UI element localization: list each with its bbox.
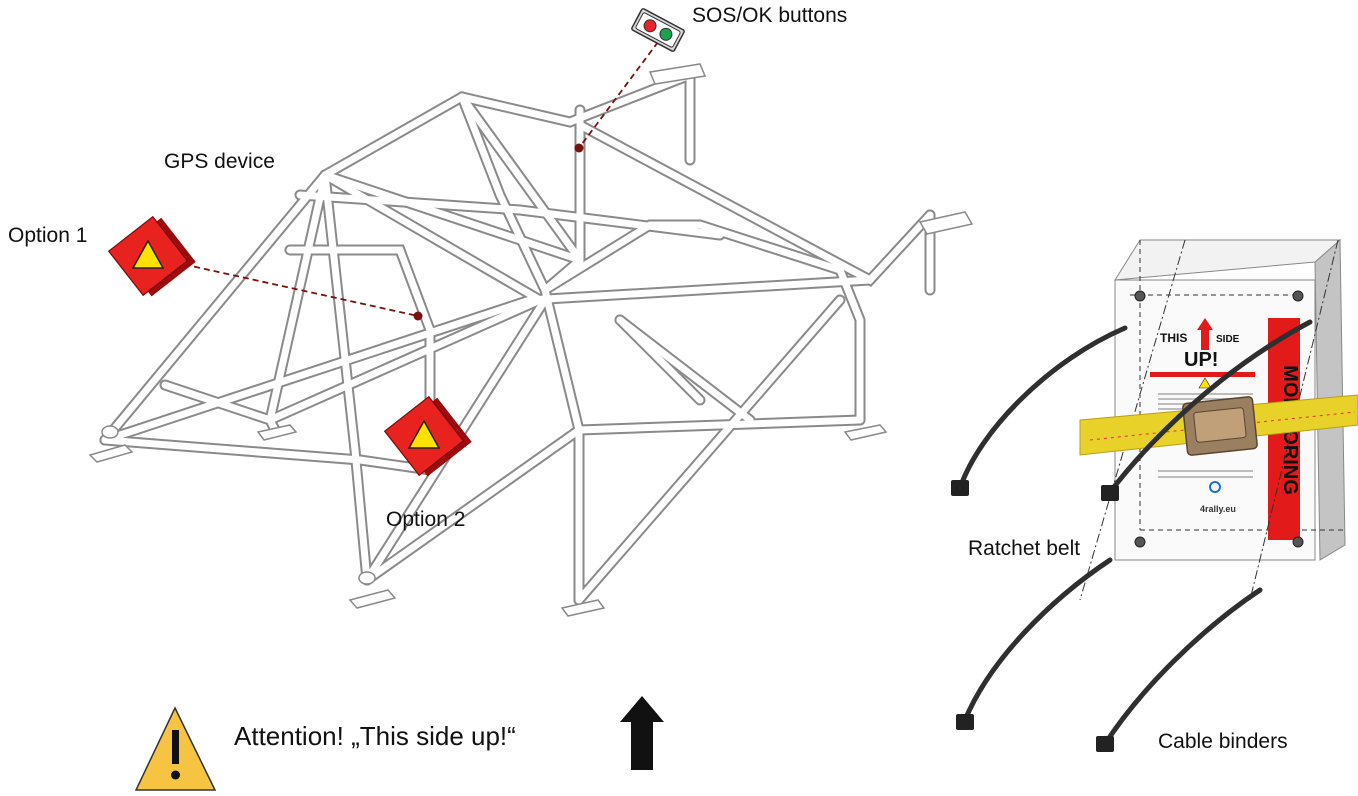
gps-mount-point [413,311,423,321]
box-print-up: UP! [1184,349,1218,371]
box-print-sponsor: 4rally.eu [1200,504,1236,514]
cable-binders-label: Cable binders [1158,730,1288,753]
cable-binder-heads [951,480,1119,752]
warning-device-icon [107,215,196,297]
box-print-up-arrow [1197,318,1213,350]
warning-triangle-icon [134,706,217,791]
sos-ok-buttons-icon [631,8,685,52]
box-print-sponsor-logo [1209,481,1221,493]
attention-note: Attention! „This side up!“ [234,721,516,751]
ratchet-belt-label: Ratchet belt [966,537,1083,561]
leader-lines [154,41,659,317]
gps-device-label: GPS device [164,150,275,173]
sos-ok-buttons-label: SOS/OK buttons [692,4,848,27]
box-print-warning-icon [1198,377,1212,389]
ratchet-belt [1079,394,1358,456]
roll-cage [88,63,974,617]
cable-binders [957,319,1313,747]
option-2-label: Option 2 [386,508,466,531]
box-print-side: SIDE [1216,334,1240,345]
option-1-label: Option 1 [8,224,88,247]
box-print-red-band [1150,372,1255,377]
up-arrow-icon [620,696,664,770]
warning-device-icon-option-2 [383,395,472,477]
buttons-mount-point [574,143,584,153]
box-print-this: THIS [1160,331,1187,345]
